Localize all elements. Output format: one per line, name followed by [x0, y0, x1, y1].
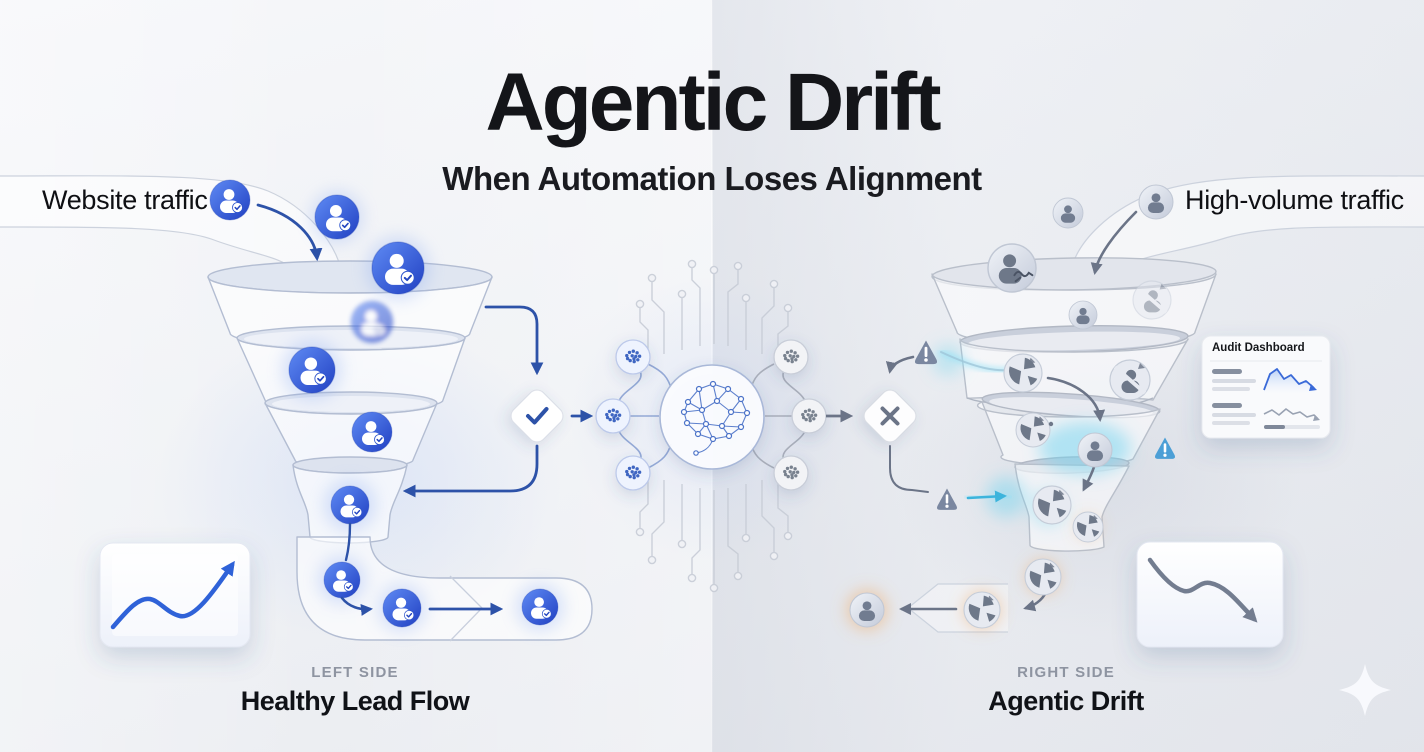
sparkle-icon — [1339, 664, 1391, 716]
left-side-title: Healthy Lead Flow — [240, 686, 470, 716]
broken-lead-icon — [1015, 412, 1051, 448]
drift-lead-icons — [849, 184, 1174, 629]
lead-user-icon — [382, 588, 422, 628]
warning-icon — [935, 487, 959, 512]
broken-lead-icon — [1024, 558, 1062, 596]
lead-user-icon — [288, 346, 336, 394]
broken-lead-icon — [1003, 353, 1043, 393]
broken-user-icon — [1108, 358, 1152, 402]
healthy-flow-arrows — [256, 203, 594, 616]
gray-user-icon — [1068, 300, 1098, 330]
trend-up-icon — [110, 560, 235, 630]
lead-user-icon — [323, 561, 361, 599]
trend-up-card — [99, 542, 251, 648]
broken-lead-icon — [963, 591, 1001, 629]
x-diamond-icon — [863, 389, 917, 443]
left-side-caption: LEFT SIDE — [311, 664, 399, 681]
glitched-user-icon — [987, 243, 1037, 293]
lead-user-icon — [521, 588, 559, 626]
right-traffic-label: High-volume traffic — [1185, 185, 1404, 215]
mini-brain-icon — [595, 339, 827, 491]
gray-user-icon — [849, 592, 885, 628]
lead-user-icon — [314, 194, 360, 240]
ai-core — [595, 259, 854, 593]
lead-user-icon — [350, 300, 394, 344]
broken-lead-icon — [1032, 485, 1072, 525]
audit-dashboard-card — [1201, 335, 1331, 439]
alert-warning-icon — [1153, 436, 1177, 461]
trend-down-card — [1136, 541, 1284, 648]
ai-brain-icon — [659, 364, 765, 470]
gray-user-icon — [1052, 197, 1084, 229]
audit-dashboard-title: Audit Dashboard — [1212, 342, 1305, 354]
broken-user-icon — [1131, 279, 1173, 321]
lead-user-icon — [351, 411, 393, 453]
trend-down-icon — [1147, 557, 1258, 623]
right-side-title: Agentic Drift — [988, 686, 1144, 716]
check-diamond-icon — [510, 389, 564, 443]
broken-lead-icon — [1072, 511, 1104, 543]
left-traffic-label: Website traffic — [42, 185, 208, 215]
gray-user-icon — [1077, 432, 1113, 468]
lead-user-icon — [371, 241, 425, 295]
warning-icon — [913, 339, 939, 366]
page-title: Agentic Drift — [485, 57, 942, 148]
page-subtitle: When Automation Loses Alignment — [442, 160, 982, 197]
lead-user-icon — [330, 485, 370, 525]
right-side-caption: RIGHT SIDE — [1017, 664, 1115, 681]
